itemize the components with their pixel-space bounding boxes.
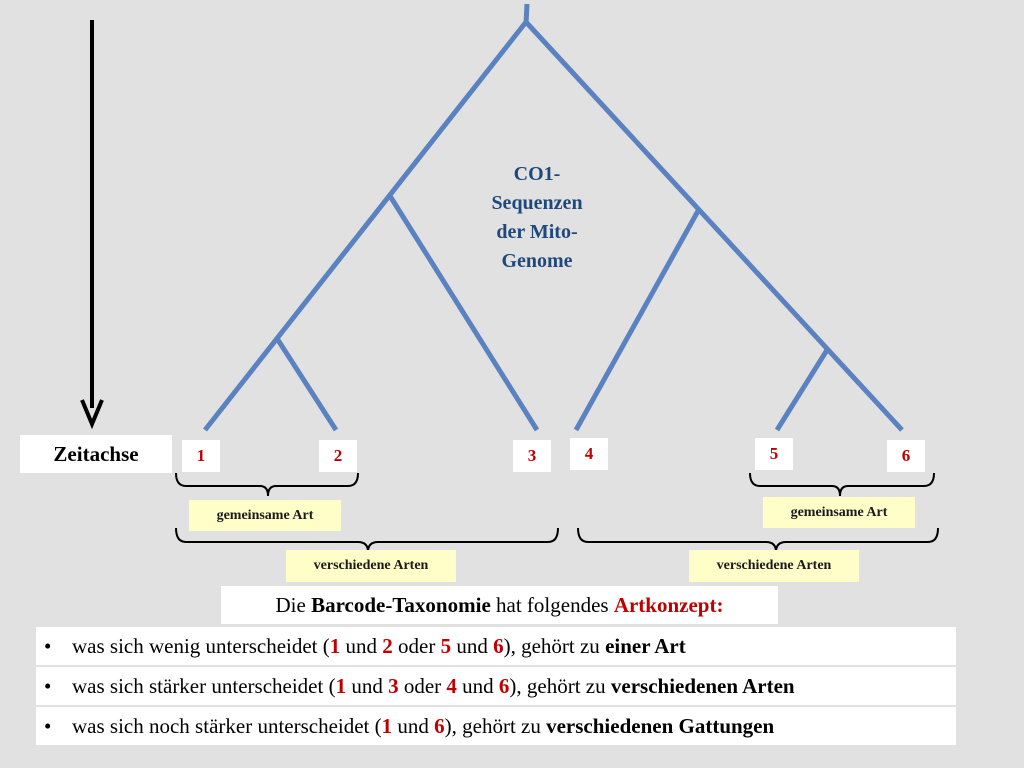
bullet-text: und — [340, 633, 383, 658]
bracket-shared-right — [749, 472, 935, 497]
tree-center-label: CO1- Sequenzen der Mito- Genome — [472, 160, 602, 276]
leaf-5: 5 — [755, 438, 793, 470]
bullet-text: ), gehört zu — [444, 713, 547, 738]
leaf-ref: 6 — [493, 633, 504, 658]
bullet-item-2: • was sich stärker unterscheidet (1 und … — [36, 667, 956, 705]
branch-right-main — [524, 20, 904, 432]
label-different-species-left: verschiedene Arten — [286, 550, 456, 582]
bracket-shared-left — [175, 472, 359, 497]
branch-to-5 — [774, 348, 830, 432]
bullet-marker: • — [44, 673, 52, 698]
branch-to-4 — [573, 209, 701, 432]
leaf-ref: 5 — [440, 633, 452, 658]
bullet-text: was sich noch stärker unterscheidet ( — [72, 713, 382, 738]
branch-to-2 — [275, 338, 339, 432]
concept-heading: Die Barcode-Taxonomie hat folgendes Artk… — [221, 586, 778, 624]
leaf-ref: 6 — [434, 713, 445, 738]
bullet-marker: • — [44, 713, 52, 738]
bullet-text: ), gehört zu — [503, 633, 606, 658]
heading-pre: Die — [275, 592, 312, 617]
leaf-2: 2 — [319, 440, 357, 472]
label-different-species-right: verschiedene Arten — [689, 550, 859, 582]
branch-to-3 — [387, 194, 540, 432]
leaf-ref: 2 — [382, 633, 393, 658]
bullet-item-3: • was sich noch stärker unterscheidet (1… — [36, 707, 956, 745]
tree-label-line: der Mito- — [496, 221, 578, 243]
bullet-text: und — [346, 673, 389, 698]
bullet-conclusion: verschiedenen Arten — [610, 673, 795, 698]
heading-term: Barcode-Taxonomie — [311, 592, 491, 617]
heading-mid: hat folgendes — [490, 592, 614, 617]
bracket-different-left — [175, 527, 559, 553]
leaf-ref: 3 — [388, 673, 399, 698]
bullet-conclusion: einer Art — [605, 633, 686, 658]
bullet-text: und — [451, 633, 494, 658]
bracket-different-right — [577, 527, 939, 553]
leaf-ref: 1 — [381, 713, 393, 738]
leaf-ref: 4 — [446, 673, 457, 698]
bullet-text: was sich stärker unterscheidet ( — [72, 673, 336, 698]
bullet-text: und — [392, 713, 435, 738]
leaf-4: 4 — [570, 438, 608, 470]
bullet-item-1: • was sich wenig unterscheidet (1 und 2 … — [36, 627, 956, 665]
bullet-text: und — [456, 673, 499, 698]
bullet-text: ), gehört zu — [509, 673, 611, 698]
leaf-ref: 1 — [335, 673, 347, 698]
tree-label-line: Genome — [501, 250, 573, 272]
leaf-3: 3 — [513, 440, 551, 472]
heading-concept: Artkonzept: — [613, 592, 724, 617]
label-shared-species-left: gemeinsame Art — [189, 500, 341, 531]
label-shared-species-right: gemeinsame Art — [763, 497, 915, 528]
time-axis-label: Zeitachse — [20, 435, 172, 473]
tree-root-stem — [523, 3, 530, 25]
branch-left-main — [203, 20, 528, 432]
bullet-conclusion: verschiedenen Gattungen — [546, 713, 775, 738]
leaf-6: 6 — [887, 440, 925, 472]
tree-label-line: CO1- — [513, 163, 561, 185]
time-arrow — [80, 20, 104, 430]
bullet-text: oder — [392, 633, 441, 658]
leaf-1: 1 — [182, 440, 220, 472]
bullet-text: oder — [398, 673, 447, 698]
leaf-ref: 6 — [498, 673, 510, 698]
tree-label-line: Sequenzen — [491, 192, 583, 214]
bullet-marker: • — [44, 633, 52, 658]
leaf-ref: 1 — [329, 633, 341, 658]
bullet-text: was sich wenig unterscheidet ( — [72, 633, 330, 658]
